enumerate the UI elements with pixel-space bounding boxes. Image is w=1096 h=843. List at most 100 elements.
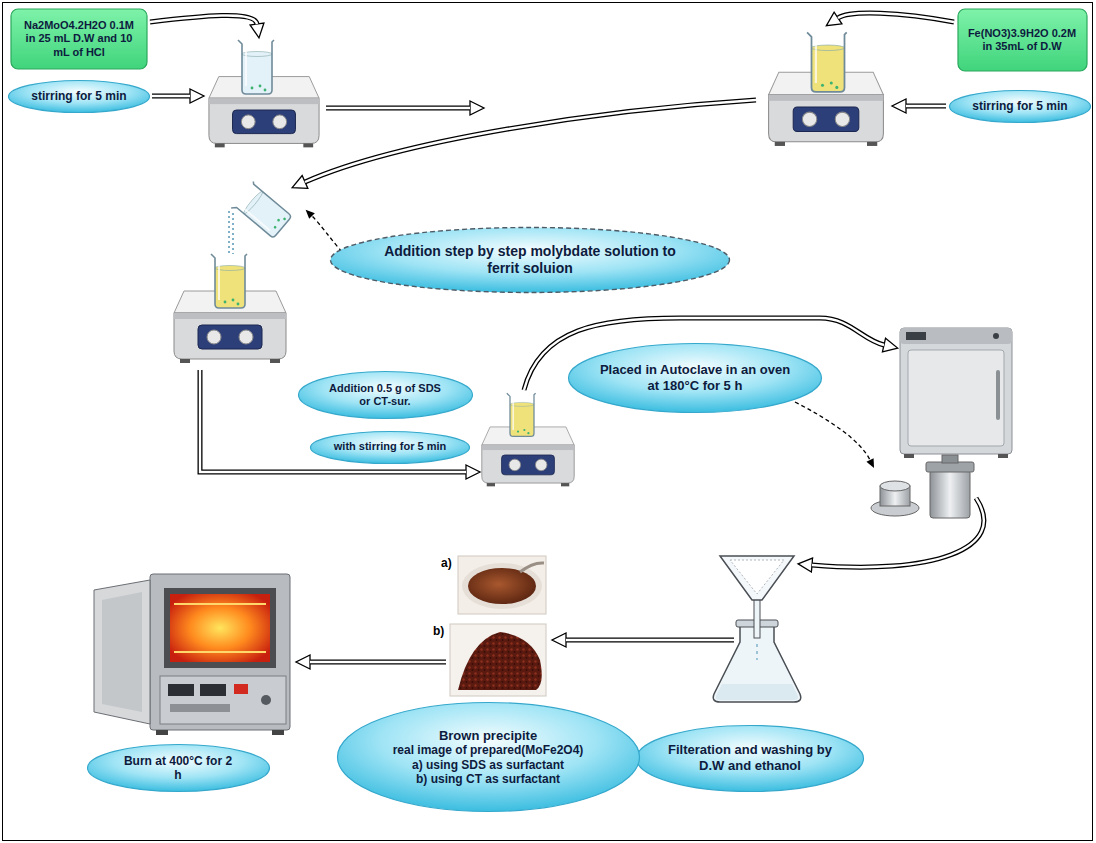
reagent-box: Fe(NO3)3.9H2O 0.2M in 35mL of D.W xyxy=(957,8,1088,72)
sample-photo xyxy=(520,563,544,572)
text-block: Brown precipitereal image of prepared(Mo… xyxy=(393,728,584,787)
flow-arrow xyxy=(150,15,257,24)
filtration-funnel xyxy=(756,644,758,660)
stirrer-mixture xyxy=(174,254,286,363)
ellipse-shape xyxy=(331,228,730,293)
filtration-funnel xyxy=(720,556,794,600)
sample-photo xyxy=(468,568,536,604)
muffle-furnace xyxy=(272,730,284,735)
photo-label: b) xyxy=(432,624,445,638)
autoclave xyxy=(930,470,970,518)
drying-oven xyxy=(906,332,926,340)
text-block: with stirring for 5 min xyxy=(334,440,446,453)
stirrer-surfactant xyxy=(507,393,536,436)
muffle-furnace xyxy=(174,651,266,653)
muffle-furnace xyxy=(168,684,194,696)
stirrer-ferric xyxy=(769,32,884,146)
node-text: Filteration and washing by D.W and ethan… xyxy=(663,742,838,773)
text-block: Addition step by step molybdate solution… xyxy=(380,243,680,277)
muffle-furnace xyxy=(102,592,142,712)
pouring-beaker xyxy=(229,181,293,254)
pouring-beaker xyxy=(232,213,234,254)
flow-arrow xyxy=(150,15,257,24)
stirrer-surfactant xyxy=(482,393,574,486)
text-block: Filteration and washing by D.W and ethan… xyxy=(663,742,838,773)
drying-oven xyxy=(908,350,1004,446)
stirrer-molybdate xyxy=(238,40,274,94)
text-block: Fe(NO3)3.9H2O 0.2M in 35mL of D.W xyxy=(966,27,1078,53)
pouring-beaker xyxy=(228,211,230,254)
flow-arrow xyxy=(150,13,984,662)
node-text: stirring for 5 min xyxy=(31,89,126,103)
node-subtext: real image of prepared(MoFe2O4) xyxy=(393,743,584,757)
node-text: Burn at 400°C for 2 h xyxy=(123,754,233,783)
flow-arrow xyxy=(812,498,984,567)
step-ellipse: Filteration and washing by D.W and ethan… xyxy=(635,724,865,793)
flow-arrow xyxy=(152,94,190,99)
dashed-pointer xyxy=(312,216,342,252)
step-ellipse: stirring for 5 min xyxy=(948,89,1092,124)
muffle-furnace xyxy=(174,603,266,605)
sample-photo xyxy=(458,556,546,614)
ellipse-shape xyxy=(569,344,822,413)
muffle-furnace xyxy=(261,695,271,705)
node-text: Addition step by step molybdate solution… xyxy=(380,243,680,277)
ellipse-shape xyxy=(950,90,1091,122)
step-ellipse: Addition step by step molybdate solution… xyxy=(329,226,731,294)
step-ellipse: stirring for 5 min xyxy=(7,79,151,114)
sample-photo xyxy=(450,624,546,696)
sample-photo xyxy=(462,563,542,609)
rect-shape xyxy=(11,9,147,69)
ellipse-shape xyxy=(9,80,150,112)
flow-arrow xyxy=(305,100,756,182)
text-block: Burn at 400°C for 2 h xyxy=(123,754,233,783)
node-subtext: a) using SDS as surfactant xyxy=(393,758,584,772)
node-text: Fe(NO3)3.9H2O 0.2M in 35mL of D.W xyxy=(966,27,1078,53)
text-block: Na2MoO4.2H2O 0.1M in 25 mL D.W and 10 mL… xyxy=(20,19,138,59)
filtration-funnel xyxy=(730,560,784,594)
autoclave xyxy=(880,481,910,491)
drying-oven xyxy=(904,454,914,458)
muffle-furnace xyxy=(200,684,226,696)
autoclave xyxy=(942,455,958,463)
muffle-furnace xyxy=(164,588,276,668)
flow-arrow xyxy=(305,100,756,182)
muffle-furnace xyxy=(234,684,248,694)
node-text: Brown precipite xyxy=(393,728,584,744)
flow-arrow xyxy=(566,639,734,641)
stirrer-ferric xyxy=(807,32,847,91)
drying-oven xyxy=(900,328,1012,344)
ellipse-shape xyxy=(311,431,470,463)
ellipse-shape xyxy=(337,703,639,812)
flow-arrow xyxy=(326,107,470,109)
ellipse-shape xyxy=(637,725,864,791)
result-ellipse: Brown precipitereal image of prepared(Mo… xyxy=(336,701,641,813)
flow-arrow xyxy=(310,660,446,665)
flow-arrow xyxy=(838,13,954,22)
node-text: Addition 0.5 g of SDS or CT-sur. xyxy=(329,382,441,408)
muffle-furnace xyxy=(170,594,270,662)
filtration-funnel xyxy=(716,684,798,700)
muffle-furnace xyxy=(156,730,168,735)
node-subtext: b) using CT as surfactant xyxy=(393,772,584,786)
drying-oven xyxy=(900,328,1012,458)
dashed-pointer xyxy=(312,216,870,460)
stirrer-molybdate xyxy=(209,40,319,147)
flow-arrow xyxy=(812,498,984,567)
text-block: stirring for 5 min xyxy=(972,99,1067,113)
frame xyxy=(3,3,1093,841)
flow-arrow xyxy=(838,13,954,22)
autoclave xyxy=(871,455,974,518)
pouring-beaker xyxy=(231,181,293,241)
step-ellipse: Addition 0.5 g of SDS or CT-sur. xyxy=(297,370,474,420)
stirrer-mixture xyxy=(211,254,247,308)
muffle-furnace xyxy=(150,574,290,730)
sample-photo xyxy=(458,632,542,690)
drying-oven xyxy=(996,370,1000,420)
text-block: stirring for 5 min xyxy=(31,89,126,103)
drying-oven xyxy=(993,333,999,339)
sample-photo xyxy=(458,556,546,614)
flow-arrow xyxy=(152,95,190,97)
muffle-furnace xyxy=(94,574,290,735)
drying-oven xyxy=(900,328,1012,454)
